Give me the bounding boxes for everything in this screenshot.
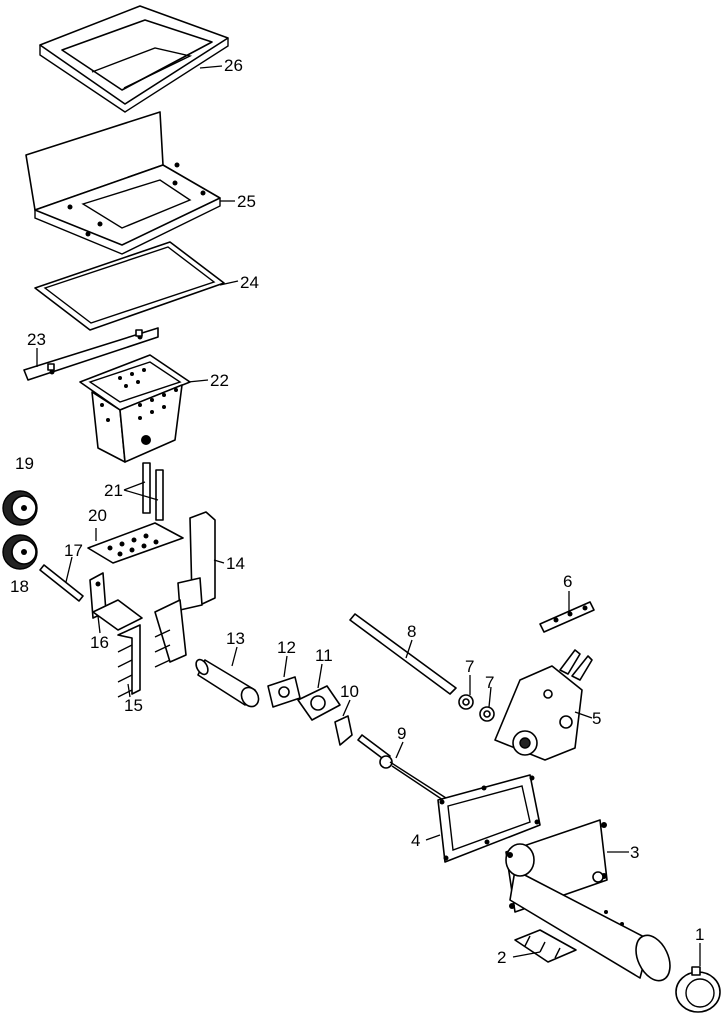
part-6-strap (539, 601, 595, 633)
part-11-flange (297, 685, 341, 721)
part-23-bracket (23, 327, 159, 381)
label-25: 25 (237, 192, 256, 211)
label-13: 13 (226, 629, 245, 648)
part-9-igniter (357, 734, 447, 803)
part-2-clip-bracket (514, 929, 577, 963)
label-17: 17 (64, 541, 83, 560)
part-21-pins (142, 462, 164, 521)
label-19: 19 (15, 454, 34, 473)
label-15: 15 (124, 696, 143, 715)
label-7a: 7 (465, 657, 474, 676)
label-16: 16 (90, 633, 109, 652)
label-14: 14 (226, 554, 245, 573)
part-20-grate (87, 522, 184, 564)
label-1: 1 (695, 925, 704, 944)
label-11: 11 (315, 646, 333, 665)
label-21: 21 (104, 481, 123, 500)
leader-lines (36, 65, 701, 966)
label-9: 9 (397, 724, 406, 743)
label-4: 4 (411, 831, 420, 850)
label-7b: 7 (485, 673, 494, 692)
part-1-end-cap (675, 966, 721, 1013)
label-5: 5 (592, 709, 601, 728)
label-6: 6 (563, 572, 572, 591)
label-18: 18 (10, 577, 29, 596)
part-labels: 1 2 3 4 5 6 7 7 8 9 10 11 12 13 14 15 16… (10, 56, 704, 967)
label-24: 24 (240, 273, 259, 292)
part-17-shaft (39, 564, 84, 602)
part-22-burn-pot (79, 354, 191, 463)
label-2: 2 (497, 948, 506, 967)
part-7-bushing-a (458, 694, 474, 710)
label-3: 3 (630, 843, 639, 862)
part-5-motor-unit (494, 649, 593, 761)
part-12-plate (267, 676, 301, 708)
part-7-bushing-b (479, 706, 495, 722)
part-8-rod (349, 613, 457, 695)
part-13-tube (195, 658, 260, 708)
label-23: 23 (27, 330, 46, 349)
part-24-gasket-frame (34, 241, 225, 331)
part-26-hopper-tray (39, 5, 229, 113)
part-10-clip (334, 715, 353, 746)
part-16-bracket (89, 572, 143, 631)
label-26: 26 (224, 56, 243, 75)
label-12: 12 (277, 638, 296, 657)
part-19-gear (2, 490, 38, 526)
part-4-flange-plate (437, 774, 541, 863)
label-22: 22 (210, 371, 229, 390)
label-8: 8 (407, 622, 416, 641)
part-18-gear (2, 534, 38, 570)
part-14-bracket (154, 511, 216, 668)
label-10: 10 (340, 682, 359, 701)
part-3-auger-tube (505, 819, 671, 982)
label-20: 20 (88, 506, 107, 525)
part-25-hopper-base (25, 111, 221, 255)
part-15-comb-bracket (117, 624, 141, 698)
